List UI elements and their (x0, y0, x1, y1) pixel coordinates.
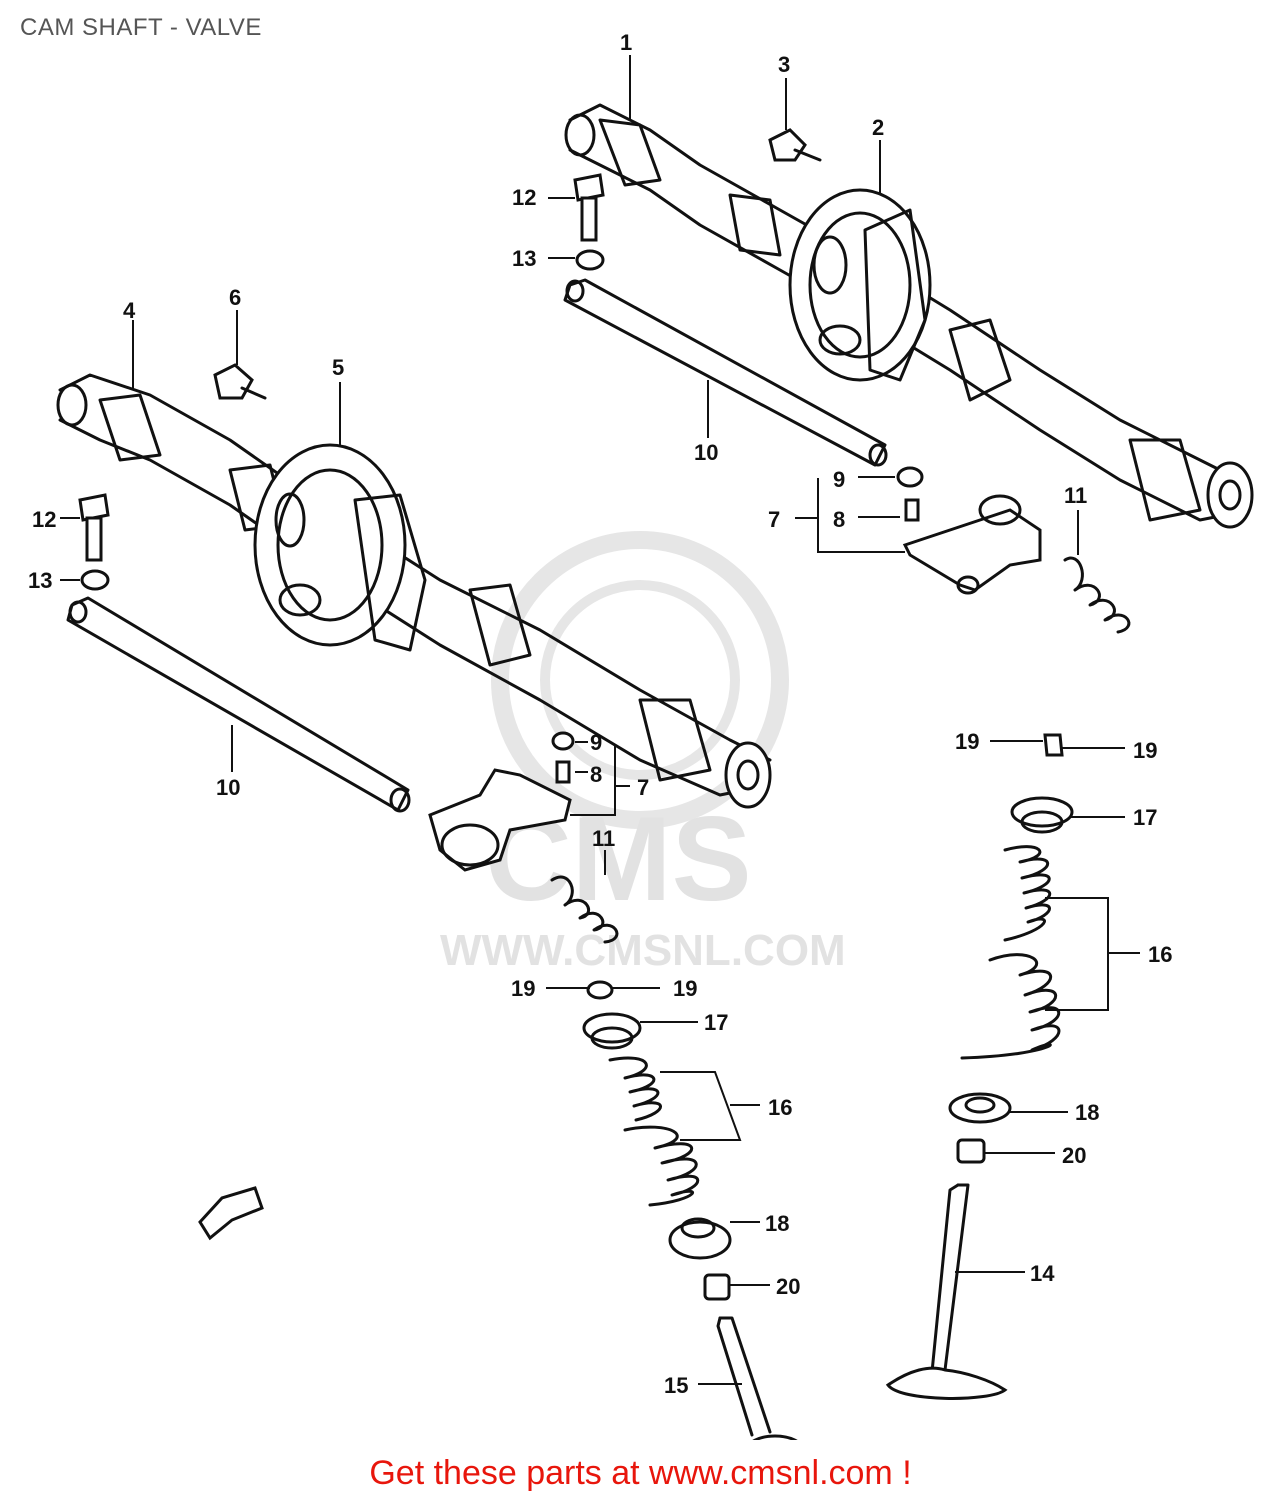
callout-7-upper: 7 (768, 507, 780, 532)
left-valve[interactable] (716, 1316, 803, 1440)
right-valve-spring-outer[interactable] (960, 953, 1061, 1060)
lower-washer[interactable] (80, 569, 110, 591)
callout-17-right: 17 (1133, 805, 1157, 830)
callout-17-left: 17 (704, 1010, 728, 1035)
lower-rocker-shaft[interactable] (66, 596, 411, 813)
lower-sprocket-bolt[interactable] (213, 363, 267, 400)
callout-10-upper: 10 (694, 440, 718, 465)
callout-18-left: 18 (765, 1211, 789, 1236)
upper-sprocket-bolt[interactable] (768, 128, 822, 162)
right-stem-seal[interactable] (956, 1138, 986, 1164)
callout-20-left: 20 (776, 1274, 800, 1299)
callout-13-lower: 13 (28, 568, 52, 593)
callout-6: 6 (229, 285, 241, 310)
left-valve-spring-outer[interactable] (623, 1125, 700, 1207)
callout-7-lower: 7 (637, 775, 649, 800)
callout-10-lower: 10 (216, 775, 240, 800)
lower-rocker-arm[interactable] (428, 731, 575, 872)
right-spring-retainer[interactable] (1010, 796, 1074, 834)
callout-11-lower: 11 (592, 826, 615, 851)
lower-rocker-spring[interactable] (550, 875, 619, 944)
callout-8-lower: 8 (590, 762, 602, 787)
exploded-parts-diagram: CMS WWW.CMSNL.COM (28, 30, 1254, 1440)
callout-19-left-a: 19 (511, 976, 535, 1001)
callout-11-upper: 11 (1064, 483, 1087, 508)
callout-19-right-a: 19 (955, 729, 979, 754)
left-stem-seal[interactable] (703, 1273, 731, 1301)
callout-9-upper: 9 (833, 467, 845, 492)
right-valve[interactable] (885, 1183, 1008, 1400)
left-spring-retainer[interactable] (582, 1012, 642, 1050)
upper-washer[interactable] (575, 249, 605, 271)
callout-15: 15 (664, 1373, 688, 1398)
callout-5: 5 (332, 355, 344, 380)
callout-20-right: 20 (1062, 1143, 1086, 1168)
callout-2: 2 (872, 115, 884, 140)
callout-19-right-b: 19 (1133, 738, 1157, 763)
parts-shop-link[interactable]: Get these parts at www.cmsnl.com ! (369, 1454, 912, 1492)
left-valve-spring-inner[interactable] (608, 1056, 662, 1122)
right-cotter[interactable] (1043, 733, 1064, 757)
upper-rocker-shaft[interactable] (563, 278, 888, 467)
callout-12-upper: 12 (512, 185, 536, 210)
callout-16-left: 16 (768, 1095, 792, 1120)
lower-cam-sprocket[interactable] (253, 443, 427, 652)
page-title: CAM SHAFT - VALVE (20, 14, 262, 41)
upper-bolt[interactable] (573, 173, 605, 242)
watermark: CMS WWW.CMSNL.COM (440, 531, 846, 975)
leader-lines (60, 55, 1140, 1385)
left-cotter[interactable] (586, 980, 614, 1000)
watermark-url: WWW.CMSNL.COM (440, 926, 846, 975)
callout-12-lower: 12 (32, 507, 56, 532)
callout-14: 14 (1030, 1261, 1055, 1286)
callout-1: 1 (620, 30, 632, 55)
callout-18-right: 18 (1075, 1100, 1099, 1125)
callout-3: 3 (778, 52, 790, 77)
upper-rocker-spring[interactable] (1063, 556, 1131, 634)
callout-19-left-b: 19 (673, 976, 697, 1001)
callout-16-right: 16 (1148, 942, 1172, 967)
front-direction-arrow-icon (198, 1186, 264, 1241)
left-spring-seat[interactable] (668, 1217, 732, 1260)
callout-9-lower: 9 (590, 730, 602, 755)
callout-13-upper: 13 (512, 246, 536, 271)
right-valve-spring-inner[interactable] (1003, 845, 1052, 942)
upper-cam-sprocket[interactable] (788, 188, 932, 382)
callout-4: 4 (123, 298, 136, 323)
right-spring-seat[interactable] (948, 1092, 1012, 1124)
upper-rocker-arm[interactable] (896, 466, 1042, 595)
lower-bolt[interactable] (78, 493, 110, 562)
callouts: 1 2 3 4 5 6 7 8 9 10 11 12 13 12 13 10 9… (28, 30, 1172, 1398)
callout-8-upper: 8 (833, 507, 845, 532)
